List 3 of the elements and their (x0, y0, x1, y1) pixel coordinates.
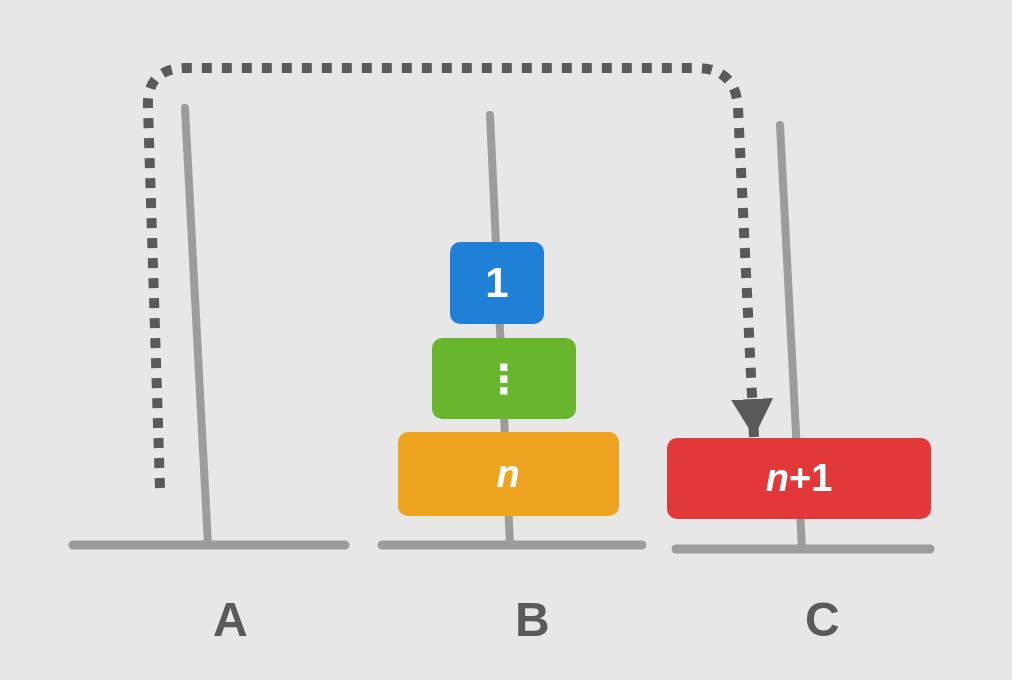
peg-label: A (213, 596, 248, 644)
peg-label: C (805, 596, 840, 644)
peg-label: B (515, 596, 550, 644)
